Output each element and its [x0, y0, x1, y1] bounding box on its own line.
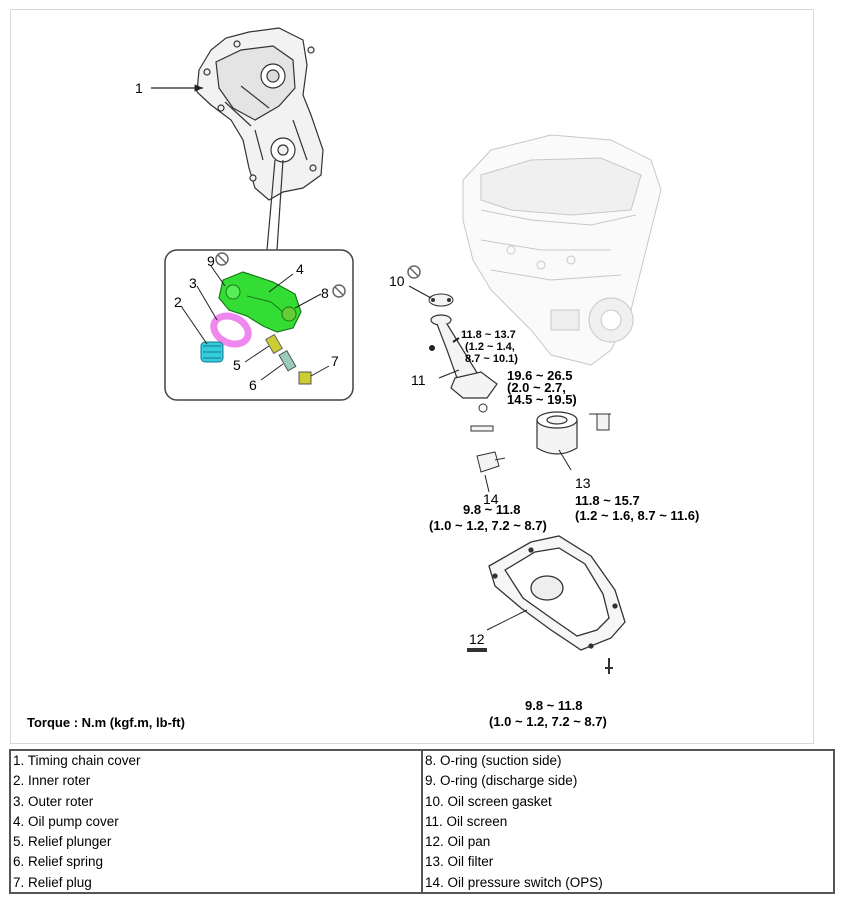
- oil-pump-cover: [218, 271, 302, 333]
- callout-2: 2: [174, 294, 182, 310]
- torque-screen-nut-2: (2.0 ~ 2.7,: [507, 380, 566, 395]
- relief-plug: [298, 371, 312, 385]
- leader-line-13: [558, 449, 572, 471]
- timing-chain-cover: [196, 27, 324, 201]
- torque-screen-bolt-2: (1.2 ~ 1.4,: [465, 341, 515, 353]
- o-ring-discharge-marker: [215, 252, 229, 266]
- legend-item: 8. O-ring (suction side): [425, 753, 562, 768]
- torque-screen-bolt-1: 11.8 ~ 13.7: [461, 329, 516, 341]
- callout-12: 12: [469, 631, 485, 647]
- leader-line-11: [438, 369, 460, 379]
- oil-screen-gasket-marker: [407, 265, 421, 279]
- legend-item: 10. Oil screen gasket: [425, 793, 552, 809]
- torque-screen-nut-3: 14.5 ~ 19.5): [507, 392, 577, 407]
- torque-pan-2: (1.0 ~ 1.2, 7.2 ~ 8.7): [489, 714, 607, 729]
- oil-filter: [536, 411, 578, 455]
- relief-plunger: [264, 333, 284, 355]
- pan-bolt: [605, 658, 613, 674]
- parts-legend-table: 1. Timing chain cover 2. Inner roter 3. …: [9, 749, 835, 894]
- torque-ops-1: 9.8 ~ 11.8: [463, 502, 520, 517]
- legend-column-right: 8. O-ring (suction side) 9. O-ring (disc…: [423, 751, 833, 892]
- callout-1: 1: [135, 80, 143, 96]
- connector-line-right: [276, 159, 284, 251]
- legend-item: 5. Relief plunger: [13, 834, 112, 849]
- callout-9: 9: [207, 253, 215, 269]
- torque-screen-bolt-3: 8.7 ~ 10.1): [465, 353, 518, 365]
- pan-drain-bolt: [467, 648, 487, 652]
- legend-item: 11. Oil screen: [425, 813, 508, 829]
- diagram-canvas: 1 9 3 2 4: [27, 27, 699, 730]
- oil-pump-inset: [164, 249, 354, 401]
- legend-item: 4. Oil pump cover: [13, 813, 119, 829]
- legend-item: 13. Oil filter: [425, 854, 494, 870]
- torque-unit-note: Torque : N.m (kgf.m, lb-ft): [27, 715, 185, 730]
- callout-3: 3: [189, 275, 197, 291]
- torque-ops-2: (1.0 ~ 1.2, 7.2 ~ 8.7): [429, 518, 547, 533]
- torque-filter-1: 11.8 ~ 15.7: [575, 493, 640, 508]
- legend-item: 2. Inner roter: [13, 773, 91, 789]
- legend-column-left: 1. Timing chain cover 2. Inner roter 3. …: [11, 751, 423, 892]
- o-ring-suction-marker: [332, 284, 346, 298]
- legend-item: 1. Timing chain cover: [13, 753, 141, 768]
- legend-item: 7. Relief plug: [13, 874, 92, 890]
- torque-screen-nut-1: 19.6 ~ 26.5: [507, 368, 572, 383]
- screen-bolt: [452, 337, 460, 343]
- oil-screen-gasket: [428, 293, 454, 307]
- inner-rotor: [200, 341, 224, 363]
- legend-item: 9. O-ring (discharge side): [425, 773, 578, 789]
- leader-line-10: [408, 285, 432, 299]
- screen-washer: [478, 403, 488, 413]
- connector-line-left: [266, 159, 276, 251]
- legend-item: 3. Outer roter: [13, 793, 94, 809]
- callout-13: 13: [575, 475, 591, 491]
- oil-pressure-switch: [470, 425, 506, 473]
- outer-rotor: [210, 312, 252, 348]
- leader-line-12: [486, 609, 528, 631]
- callout-14: 14: [483, 491, 499, 507]
- callout-6: 6: [249, 377, 257, 393]
- legend-item: 14. Oil pressure switch (OPS): [425, 874, 603, 890]
- callout-5: 5: [233, 357, 241, 373]
- exploded-diagram: 1 9 3 2 4: [10, 9, 814, 744]
- callout-11: 11: [411, 372, 426, 388]
- torque-filter-2: (1.2 ~ 1.6, 8.7 ~ 11.6): [575, 508, 699, 523]
- torque-pan-1: 9.8 ~ 11.8: [525, 698, 582, 713]
- oil-screen: [430, 314, 498, 399]
- screen-nut: [429, 345, 435, 351]
- callout-4: 4: [296, 261, 304, 277]
- legend-item: 6. Relief spring: [13, 854, 104, 870]
- oil-filter-fitting: [589, 413, 611, 431]
- callout-7: 7: [331, 353, 339, 369]
- engine-block: [462, 134, 662, 366]
- oil-pan: [488, 535, 626, 651]
- inset-leader-lines: [180, 265, 330, 381]
- callout-10: 10: [389, 273, 405, 289]
- callout-8: 8: [321, 285, 329, 301]
- relief-spring: [278, 350, 297, 372]
- leader-line-14: [484, 474, 490, 493]
- legend-item: 12. Oil pan: [425, 834, 491, 849]
